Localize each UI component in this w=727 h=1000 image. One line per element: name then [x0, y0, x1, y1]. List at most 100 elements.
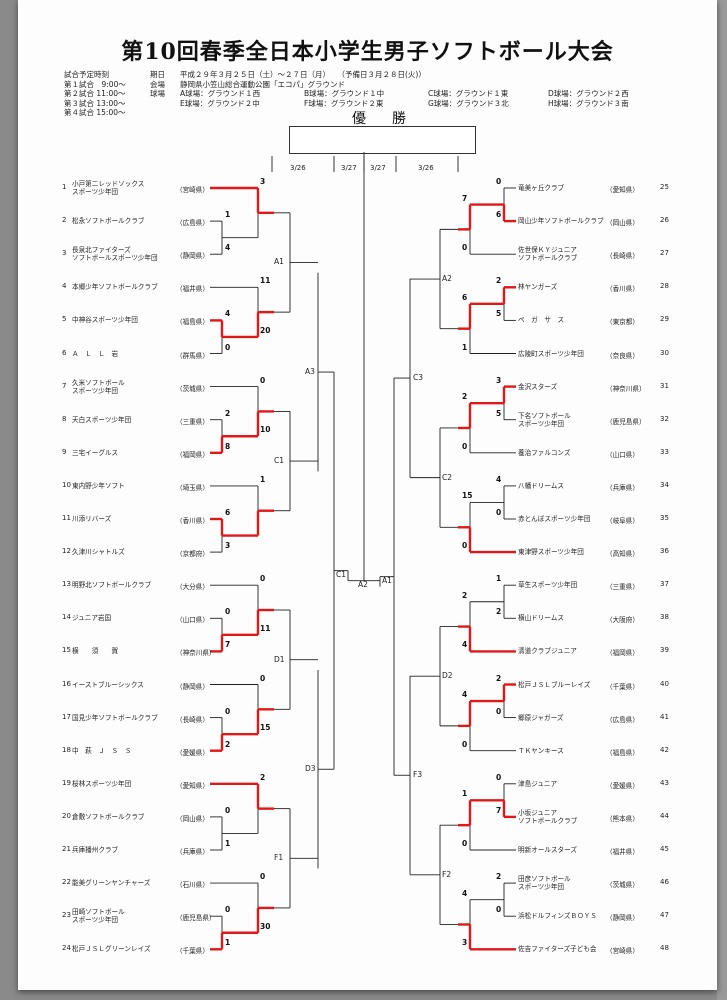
team-number: 34 [660, 480, 669, 489]
team-prefecture: （静岡県） [176, 252, 209, 261]
score-value: 7 [462, 193, 468, 203]
score-value: 0 [225, 607, 231, 617]
score-value: 0 [496, 905, 502, 915]
team-number: 44 [660, 811, 669, 820]
score-value: 2 [225, 739, 231, 749]
team-number: 35 [660, 514, 669, 522]
date-left: 3/26 [290, 164, 306, 172]
team-name: 倉敷ソフトボールクラブ [72, 812, 145, 821]
node-label: D1 [274, 654, 285, 664]
team-name: 金沢スターズ [518, 382, 558, 391]
team-number: 43 [660, 778, 669, 787]
team-prefecture: （山口県） [606, 450, 639, 459]
score-value: 4 [462, 640, 468, 650]
tournament-sheet: 第10回春季全日本小学生男子ソフトボール大会 試合予定時刻 第１試合 9:00～… [18, 0, 717, 990]
score-value: 0 [496, 508, 502, 517]
fields-label: 球場 [150, 89, 165, 99]
team-number: 29 [660, 315, 669, 324]
score-value: 4 [225, 243, 231, 253]
team-number: 4 [62, 282, 67, 291]
score-value: 0 [496, 706, 502, 716]
team-name: 天白スポーツ少年団 [72, 415, 132, 424]
team-prefecture: （石川県） [176, 881, 209, 890]
team-number: 14 [62, 613, 71, 622]
team-name: 田彦ソフトボール スポーツ少年団 [518, 875, 571, 892]
team-name: 松戸ＪＳＬブルーレイズ [518, 680, 591, 689]
champion-label: 優 勝 [352, 111, 412, 127]
team-number: 8 [62, 414, 67, 423]
team-number: 10 [62, 480, 71, 489]
field-e: E球場：グラウンド２中 [180, 98, 260, 108]
score-value: 1 [260, 474, 266, 484]
score-value: 2 [496, 872, 502, 882]
schedule-line: 第３試合 13:00～ [64, 98, 126, 108]
score-value: 0 [462, 441, 468, 451]
team-prefecture: （千葉県） [176, 947, 209, 956]
field-b: B球場：グラウンド１中 [304, 89, 385, 98]
score-value: 30 [260, 921, 271, 931]
team-name: ペ ガ サ ス [518, 316, 565, 325]
schedule-block: 試合予定時刻 第１試合 9:00～ 第２試合 11:00～ 第３試合 13:00… [64, 70, 126, 118]
score-value: 1 [462, 789, 468, 799]
score-value: 0 [225, 706, 231, 716]
team-prefecture: （福島県） [606, 748, 639, 757]
team-name: 横山ドリームス [518, 614, 564, 623]
score-value: 1 [462, 342, 468, 352]
team-name: イーストブルーシックス [72, 680, 144, 689]
team-number: 38 [660, 613, 669, 622]
team-name: 小坂ジュニア ソフトボールクラブ [518, 808, 578, 825]
score-value: 11 [260, 623, 271, 633]
team-number: 25 [660, 183, 669, 191]
meta-labels: 期日 会場 球場 [150, 70, 165, 99]
team-prefecture: （神奈川県） [176, 649, 216, 658]
score-value: 0 [260, 673, 266, 683]
team-prefecture: （茨城県） [176, 384, 209, 393]
team-prefecture: （大分県） [176, 583, 209, 592]
team-name: 明新オールスターズ [518, 846, 578, 854]
team-number: 13 [62, 580, 71, 589]
team-number: 28 [660, 282, 669, 291]
node-label: A3 [305, 367, 315, 377]
team-number: 41 [660, 712, 669, 721]
team-number: 47 [660, 911, 669, 920]
champion-box [289, 126, 476, 154]
team-name: 小戸第二レッドソックス スポーツ少年団 [72, 180, 145, 196]
score-value: 2 [496, 607, 502, 617]
fields-col4: D球場：グラウンド２西 H球場：グラウンド３南 [548, 89, 629, 108]
team-prefecture: （奈良県） [606, 351, 639, 360]
score-value: 0 [496, 772, 502, 782]
team-number: 22 [62, 878, 71, 887]
period-label: 期日 [150, 70, 165, 79]
team-prefecture: （京都府） [176, 550, 209, 559]
team-prefecture: （高知県） [606, 550, 639, 559]
team-prefecture: （三重県） [176, 417, 209, 426]
team-name: 国見少年ソフトボールクラブ [72, 713, 158, 722]
team-name: 久津川シャトルズ [72, 548, 125, 557]
team-prefecture: （福岡県） [176, 450, 209, 459]
score-value: 0 [496, 177, 502, 186]
node-label: A2 [442, 274, 452, 284]
score-value: 0 [225, 905, 231, 915]
field-g: G球場：グラウンド３北 [428, 98, 509, 108]
team-prefecture: （埼玉県） [176, 483, 209, 492]
score-value: 4 [225, 309, 231, 319]
team-prefecture: （神奈川県） [606, 384, 646, 393]
team-name: 三宅イーグルス [72, 448, 119, 457]
team-name: 清道クラブジュニア [518, 647, 577, 656]
team-prefecture: （宮崎県） [606, 947, 639, 956]
team-prefecture: （兵庫県） [606, 483, 639, 492]
score-value: 3 [225, 541, 231, 551]
node-label: A1 [274, 257, 284, 267]
team-prefecture: （愛媛県） [606, 781, 639, 790]
score-value: 1 [225, 839, 231, 848]
team-prefecture: （宮崎県） [176, 186, 209, 194]
score-value: 0 [462, 839, 468, 848]
team-prefecture: （群馬県） [176, 351, 209, 360]
score-value: 2 [462, 392, 468, 402]
score-value: 0 [462, 739, 468, 749]
team-name: Ａ Ｌ Ｌ 岩 [72, 349, 119, 358]
score-value: 1 [225, 938, 231, 948]
team-prefecture: （山口県） [176, 616, 209, 625]
team-number: 1 [62, 183, 67, 191]
team-number: 18 [62, 745, 71, 754]
